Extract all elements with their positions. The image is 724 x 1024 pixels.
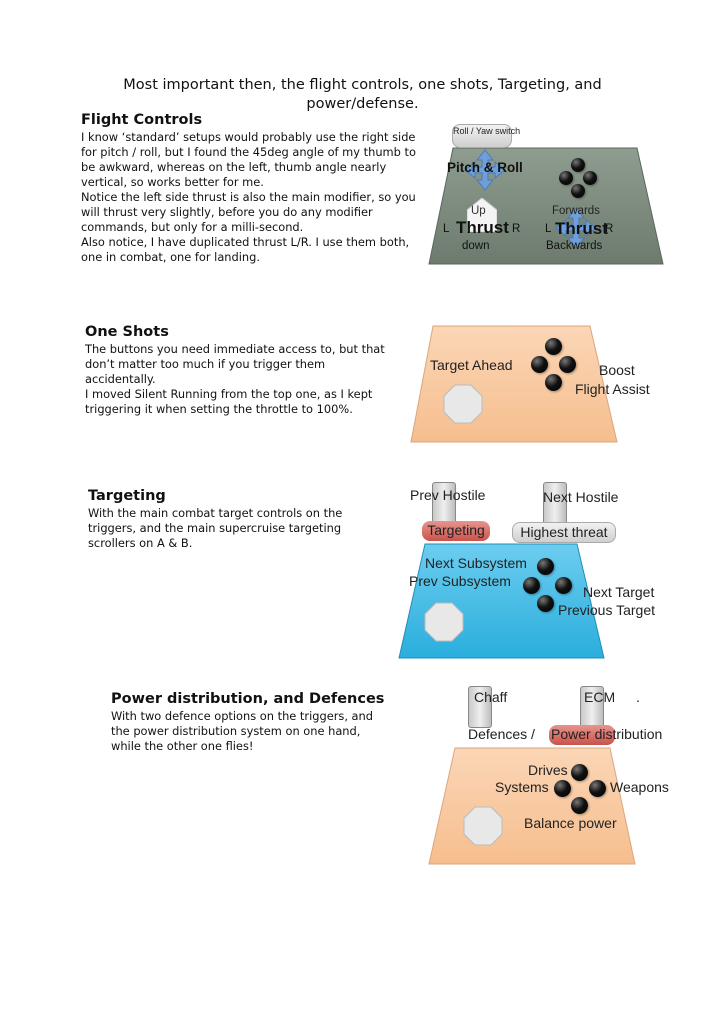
power-paragraph-1: With two defence options on the triggers… bbox=[111, 709, 381, 754]
prev-subsystem-label: Prev Subsystem bbox=[409, 573, 511, 589]
targeting-highlight: Targeting bbox=[422, 521, 490, 541]
next-hostile-label: Next Hostile bbox=[543, 489, 618, 505]
flight-paragraph-1: I know ‘standard’ setups would probably … bbox=[81, 130, 431, 190]
pitch-roll-label: Pitch & Roll bbox=[447, 160, 523, 175]
one-shots-diagram: Target Ahead Boost Flight Assist bbox=[405, 320, 665, 450]
power-title: Power distribution, and Defences bbox=[111, 691, 384, 707]
flight-button-top[interactable] bbox=[571, 158, 585, 172]
page-intro: Most important then, the flight controls… bbox=[110, 76, 615, 114]
forwards-label: Forwards bbox=[552, 205, 600, 217]
ecm-label: ECM bbox=[584, 689, 615, 705]
flight-controls-diagram: Roll / Yaw switch Pitch & Roll Up Thrust… bbox=[425, 120, 670, 270]
flight-paragraph-3: Also notice, I have duplicated thrust L/… bbox=[81, 235, 431, 265]
targeting-button-left[interactable] bbox=[523, 577, 540, 594]
power-text: With two defence options on the triggers… bbox=[111, 709, 381, 754]
one-shots-button-bottom[interactable] bbox=[545, 374, 562, 391]
one-shots-paragraph-1: The buttons you need immediate access to… bbox=[85, 342, 395, 387]
one-shots-title: One Shots bbox=[85, 324, 169, 340]
targeting-button-top[interactable] bbox=[537, 558, 554, 575]
one-shots-button-left[interactable] bbox=[531, 356, 548, 373]
prev-hostile-label: Prev Hostile bbox=[410, 487, 485, 503]
l-left-label: L bbox=[443, 223, 449, 235]
power-button-bottom[interactable] bbox=[571, 797, 588, 814]
balance-power-label: Balance power bbox=[524, 815, 617, 831]
flight-assist-label: Flight Assist bbox=[575, 381, 650, 397]
flight-controls-text: I know ‘standard’ setups would probably … bbox=[81, 130, 431, 265]
power-button-right[interactable] bbox=[589, 780, 606, 797]
targeting-diagram: Prev Hostile Next Hostile Targeting High… bbox=[395, 478, 685, 668]
power-distribution-label: Power distribution bbox=[551, 726, 662, 742]
octagon-button-icon[interactable] bbox=[424, 602, 464, 642]
targeting-button-bottom[interactable] bbox=[537, 595, 554, 612]
r-right-label: R bbox=[605, 223, 613, 235]
one-shots-paragraph-2: I moved Silent Running from the top one,… bbox=[85, 387, 395, 417]
flight-button-right[interactable] bbox=[583, 171, 597, 185]
power-diagram: Chaff ECM . Defences / Power distributio… bbox=[425, 682, 705, 872]
flight-controls-title: Flight Controls bbox=[81, 112, 202, 128]
chaff-label: Chaff bbox=[474, 689, 507, 705]
flight-button-left[interactable] bbox=[559, 171, 573, 185]
l-right-label: L bbox=[545, 223, 551, 235]
one-shots-button-top[interactable] bbox=[545, 338, 562, 355]
targeting-title: Targeting bbox=[88, 488, 166, 504]
drives-label: Drives bbox=[528, 762, 568, 778]
target-ahead-label: Target Ahead bbox=[430, 357, 513, 373]
power-button-top[interactable] bbox=[571, 764, 588, 781]
previous-target-label: Previous Target bbox=[558, 602, 655, 618]
targeting-text: With the main combat target controls on … bbox=[88, 506, 378, 551]
power-button-left[interactable] bbox=[554, 780, 571, 797]
roll-yaw-switch[interactable]: Roll / Yaw switch bbox=[452, 124, 512, 148]
flight-paragraph-2: Notice the left side thrust is also the … bbox=[81, 190, 431, 235]
ecm-dot: . bbox=[636, 689, 640, 705]
boost-label: Boost bbox=[599, 362, 635, 378]
r-left-label: R bbox=[512, 223, 520, 235]
down-label: down bbox=[462, 240, 490, 252]
weapons-label: Weapons bbox=[610, 779, 669, 795]
defences-label: Defences / bbox=[468, 726, 535, 742]
systems-label: Systems bbox=[495, 779, 549, 795]
one-shots-text: The buttons you need immediate access to… bbox=[85, 342, 395, 417]
targeting-button-right[interactable] bbox=[555, 577, 572, 594]
thrust-right-label: Thrust bbox=[555, 219, 608, 239]
octagon-button-icon[interactable] bbox=[463, 806, 503, 846]
backwards-label: Backwards bbox=[546, 240, 602, 252]
next-target-label: Next Target bbox=[583, 584, 654, 600]
targeting-paragraph-1: With the main combat target controls on … bbox=[88, 506, 378, 551]
thrust-left-label: Thrust bbox=[456, 218, 509, 238]
octagon-button-icon[interactable] bbox=[443, 384, 483, 424]
flight-button-bottom[interactable] bbox=[571, 184, 585, 198]
one-shots-button-right[interactable] bbox=[559, 356, 576, 373]
next-subsystem-label: Next Subsystem bbox=[425, 555, 527, 571]
highest-threat-highlight: Highest threat bbox=[512, 522, 616, 543]
up-label: Up bbox=[471, 205, 486, 217]
